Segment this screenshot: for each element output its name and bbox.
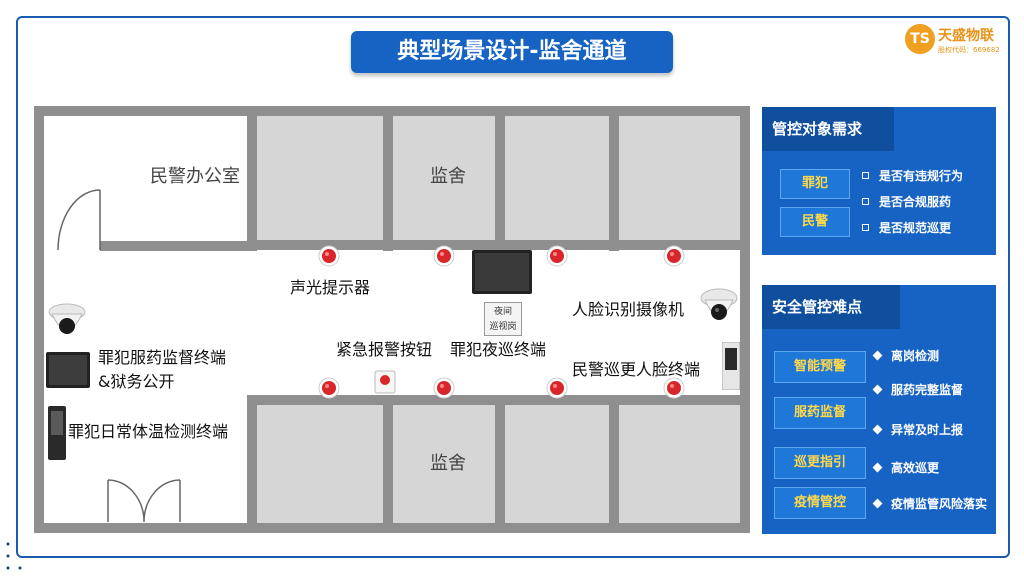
label-police-patrol: 民警巡更人脸终端 <box>572 360 701 379</box>
cell-divider <box>383 106 393 251</box>
dome-camera-icon <box>48 303 86 334</box>
safety-item: 服药完整监督 <box>872 381 964 398</box>
cell-top-1 <box>257 116 383 240</box>
wall-left <box>34 106 44 533</box>
safety-item-text: 异常及时上报 <box>891 423 964 437</box>
label-medicine-terminal: 罪犯服药监督终端 &狱务公开 <box>98 348 227 391</box>
safety-item-text: 离岗检测 <box>891 349 940 363</box>
safety-difficulties-heading: 安全管控难点 <box>762 285 900 329</box>
page-title: 典型场景设计-监舍通道 <box>351 31 673 73</box>
medicine-terminal-icon <box>46 352 90 388</box>
office-wall-right <box>247 106 257 251</box>
company-logo: TS 天盛物联 股权代码：669682 <box>905 24 1005 58</box>
control-objects-heading: 管控对象需求 <box>762 107 894 151</box>
monitor-icon <box>472 250 532 294</box>
safety-item: 疫情监管风险落实 <box>872 495 988 512</box>
checkbox-square-icon <box>862 224 869 231</box>
cell-bottom-3 <box>505 405 609 523</box>
control-item: 是否合规服药 <box>862 193 951 210</box>
control-item: 是否有违规行为 <box>862 167 963 184</box>
cell-top-2 <box>393 116 495 240</box>
diamond-bullet-icon <box>872 498 883 509</box>
label-night-patrol: 罪犯夜巡终端 <box>450 340 547 359</box>
diamond-bullet-icon <box>872 424 883 435</box>
floor-plan: 民警办公室 监舍 监舍 夜间 巡视岗 <box>34 106 750 533</box>
face-terminal-icon <box>722 342 740 390</box>
cell-top-label: 监舍 <box>430 166 466 187</box>
label-emergency-button: 紧急报警按钮 <box>336 340 433 359</box>
label-face-camera: 人脸识别摄像机 <box>572 300 685 319</box>
sound-light-alarm-icon <box>663 245 685 267</box>
logo-name: 天盛物联 <box>938 28 994 44</box>
safety-difficulties-panel: 安全管控难点 智能预警 服药监督 巡更指引 疫情管控 离岗检测 服药完整监督 异… <box>762 285 996 534</box>
control-item-text: 是否合规服药 <box>879 195 952 209</box>
logo-badge-icon: TS <box>905 24 935 54</box>
sound-light-alarm-icon <box>663 377 685 399</box>
tag-smart-warning: 智能预警 <box>774 351 866 383</box>
sound-light-alarm-icon <box>318 377 340 399</box>
checkbox-square-icon <box>862 198 869 205</box>
office-door-icon <box>57 189 101 251</box>
cell-bottom-label: 监舍 <box>430 453 466 474</box>
control-item: 是否规范巡更 <box>862 219 951 236</box>
cell-divider <box>383 395 393 533</box>
emergency-button-icon <box>374 370 396 394</box>
cell-divider <box>609 106 619 251</box>
sound-light-alarm-icon <box>546 377 568 399</box>
cell-top-3 <box>505 116 609 240</box>
safety-item-text: 疫情监管风险落实 <box>891 497 988 511</box>
sound-light-alarm-icon <box>318 245 340 267</box>
face-camera-icon <box>700 288 738 320</box>
cell-bottom-4 <box>619 405 740 523</box>
office-wall-bottom <box>100 241 257 251</box>
sound-light-alarm-icon <box>433 245 455 267</box>
cell-top-4 <box>619 116 740 240</box>
sound-light-alarm-icon <box>433 377 455 399</box>
tag-police: 民警 <box>780 207 850 237</box>
control-item-text: 是否规范巡更 <box>879 221 952 235</box>
cell-divider <box>609 395 619 533</box>
label-temperature-terminal: 罪犯日常体温检测终端 <box>68 422 229 441</box>
tag-criminal: 罪犯 <box>780 169 850 199</box>
control-objects-panel: 管控对象需求 罪犯 民警 是否有违规行为 是否合规服药 是否规范巡更 <box>762 107 996 255</box>
sound-light-alarm-icon <box>546 245 568 267</box>
control-item-text: 是否有违规行为 <box>879 169 964 183</box>
night-post-box: 夜间 巡视岗 <box>484 302 522 336</box>
tag-medicine-supervision: 服药监督 <box>774 397 866 429</box>
entrance-double-door-icon <box>107 479 181 523</box>
safety-item-text: 高效巡更 <box>891 461 940 475</box>
tag-epidemic-control: 疫情管控 <box>774 487 866 519</box>
temperature-terminal-icon <box>48 406 66 460</box>
tag-patrol-guidance: 巡更指引 <box>774 447 866 479</box>
label-sound-light: 声光提示器 <box>290 278 371 297</box>
diamond-bullet-icon <box>872 384 883 395</box>
safety-item-text: 服药完整监督 <box>891 383 964 397</box>
cell-divider <box>495 395 505 533</box>
cells-top-wall-bottom <box>257 240 740 250</box>
cell-divider <box>247 395 257 533</box>
cell-divider <box>495 106 505 251</box>
wall-right <box>740 106 750 533</box>
office-label: 民警办公室 <box>150 166 240 187</box>
safety-item: 离岗检测 <box>872 347 940 364</box>
diamond-bullet-icon <box>872 350 883 361</box>
checkbox-square-icon <box>862 172 869 179</box>
safety-item: 异常及时上报 <box>872 421 964 438</box>
diamond-bullet-icon <box>872 462 883 473</box>
logo-code: 股权代码：669682 <box>938 46 1000 54</box>
cell-bottom-1 <box>257 405 383 523</box>
cell-bottom-2 <box>393 405 495 523</box>
safety-item: 高效巡更 <box>872 459 940 476</box>
